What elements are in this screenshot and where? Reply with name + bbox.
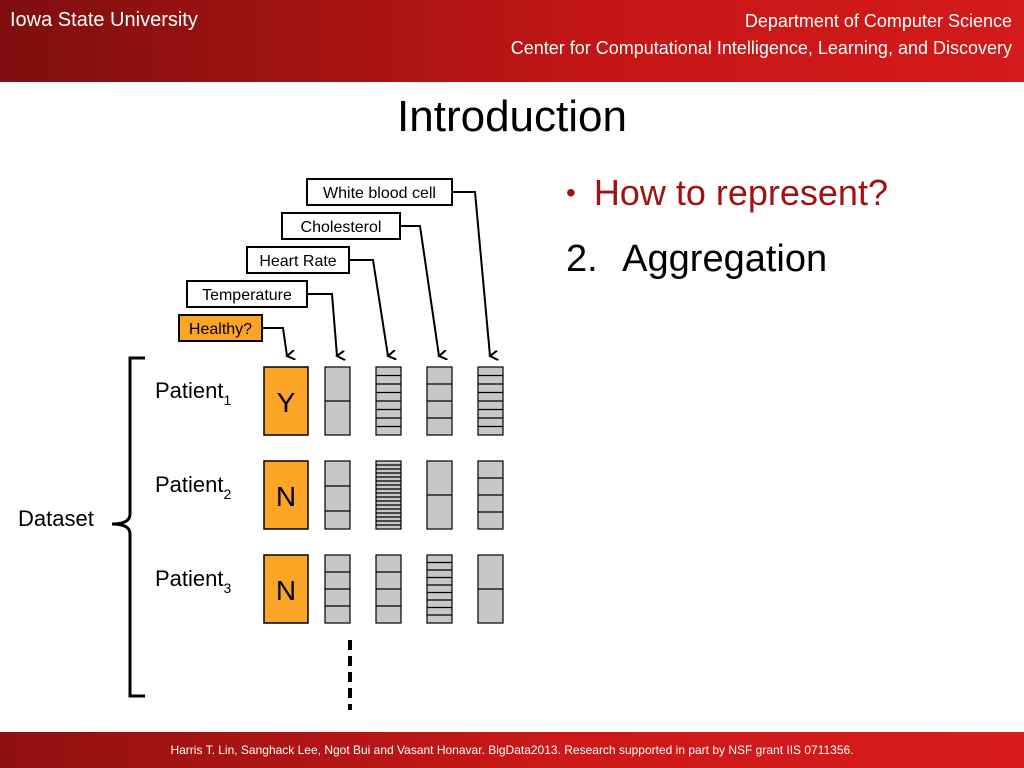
patient-2-heart-rate-cell <box>375 460 402 530</box>
label-heart-rate-text: Heart Rate <box>259 253 336 270</box>
dataset-label: Dataset <box>18 506 94 531</box>
arrow-white-blood-cell <box>452 191 490 356</box>
patient-2-temperature-cell <box>324 460 351 530</box>
numbered-text: Aggregation <box>622 238 828 280</box>
bullet-dot: • <box>566 177 576 208</box>
label-white-blood-cell-text: White blood cell <box>323 185 436 202</box>
label-cholesterol-text: Cholesterol <box>301 219 382 236</box>
patient-1-temperature-cell <box>324 366 351 436</box>
label-healthy-text: Healthy? <box>189 321 252 338</box>
patient-3-label: Patient3 <box>155 566 232 596</box>
arrow-temperature <box>307 293 337 356</box>
arrow-cholesterol <box>400 225 439 356</box>
patient-2-cholesterol-cell <box>426 460 453 530</box>
patient-2-wbc-cell <box>477 460 504 530</box>
label-temperature-text: Temperature <box>202 287 292 304</box>
label-white-blood-cell: White blood cell <box>306 178 453 206</box>
dataset-brace <box>111 356 145 698</box>
numbered-index: 2. <box>566 238 598 280</box>
header-bar: Iowa State University Department of Comp… <box>0 0 1024 82</box>
patient-1-healthy-value: Y <box>277 387 296 418</box>
patient-2-healthy-value: N <box>276 481 296 512</box>
label-cholesterol: Cholesterol <box>281 212 401 240</box>
patient-1-healthy-cell: Y <box>263 366 309 436</box>
patient-2-label: Patient2 <box>155 472 232 502</box>
center-name: Center for Computational Intelligence, L… <box>510 38 1012 58</box>
footer-credit: Harris T. Lin, Sanghack Lee, Ngot Bui an… <box>0 732 1024 768</box>
patient-3-healthy-value: N <box>276 575 296 606</box>
department-block: Department of Computer Science Center fo… <box>511 8 1012 62</box>
patient-3-cholesterol-cell <box>426 554 453 624</box>
label-temperature: Temperature <box>186 280 308 308</box>
department-name: Department of Computer Science <box>744 11 1012 31</box>
bullet-item: • How to represent? <box>566 172 888 214</box>
label-heart-rate: Heart Rate <box>246 246 350 274</box>
label-healthy: Healthy? <box>178 314 263 342</box>
patient-3-healthy-cell: N <box>263 554 309 624</box>
patient-1-cholesterol-cell <box>426 366 453 436</box>
arrow-healthy <box>262 327 287 356</box>
patient-1-label: Patient1 <box>155 378 232 408</box>
university-name: Iowa State University <box>10 9 198 31</box>
patient-1-heart-rate-cell <box>375 366 402 436</box>
patient-3-heart-rate-cell <box>375 554 402 624</box>
arrow-heart-rate <box>349 259 388 356</box>
patient-3-wbc-cell <box>477 554 504 624</box>
slide-title: Introduction <box>397 92 627 141</box>
patient-2-healthy-cell: N <box>263 460 309 530</box>
patient-1-wbc-cell <box>477 366 504 436</box>
numbered-item: 2. Aggregation <box>566 238 827 281</box>
patient-3-temperature-cell <box>324 554 351 624</box>
bullet-text: How to represent? <box>593 172 888 213</box>
